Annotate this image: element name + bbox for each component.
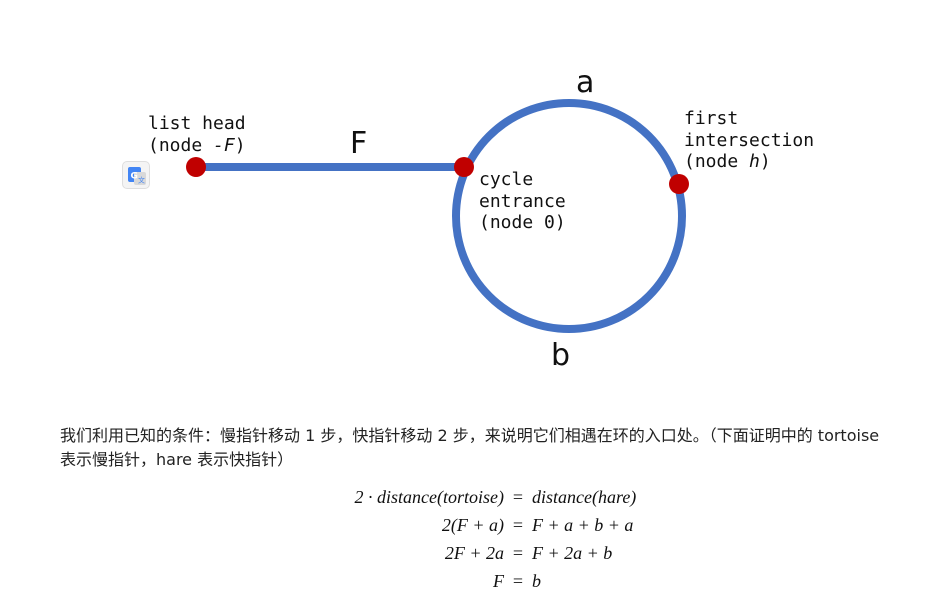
equation-2-lhs: 2(F + a) (441, 515, 504, 535)
equation-line-2: 2(F + a) = F + a + b + a (250, 515, 770, 536)
cycle-entrance-label-line1: cycle (479, 169, 533, 190)
equation-2-equals: = (512, 515, 524, 535)
equation-line-3: 2F + 2a = F + 2a + b (250, 543, 770, 564)
equation-1-lhs: 2 · distance(tortoise) (354, 487, 504, 507)
first-intersection-label: first intersection (node h) (684, 108, 825, 172)
arc-b-label: b (551, 338, 570, 373)
equation-2-rhs: F + a + b + a (532, 515, 634, 535)
explanation-paragraph: 我们利用已知的条件：慢指针移动 1 步，快指针移动 2 步，来说明它们相遇在环的… (60, 426, 880, 469)
equation-3-lhs: 2F + 2a (444, 543, 504, 563)
list-head-label-line2-var: -F (213, 135, 236, 156)
cycle-entrance-label: cycle entrance (node 0) (479, 169, 577, 233)
first-intersection-label-line1: first (684, 108, 738, 129)
google-translate-icon: G 文 (128, 167, 146, 185)
first-intersection-label-line3-suffix: ) (760, 151, 771, 172)
list-head-label-line2-suffix: ) (235, 135, 246, 156)
linked-list-cycle-diagram: list head (node -F) F a b cycle entrance… (148, 65, 825, 373)
equation-4-rhs: b (532, 571, 541, 591)
equation-line-1: 2 · distance(tortoise) = distance(hare) (250, 487, 770, 508)
node-cycle-entrance (454, 157, 474, 177)
equation-4-lhs: F (493, 571, 504, 591)
equation-3-equals: = (512, 543, 524, 563)
cycle-ring (452, 99, 686, 333)
first-intersection-label-line3-var: h (749, 151, 760, 172)
cycle-entrance-label-line3: (node 0) (479, 212, 566, 233)
svg-text:G: G (131, 172, 138, 182)
equation-1-equals: = (512, 487, 524, 507)
equation-3-rhs: F + 2a + b (532, 543, 613, 563)
arc-a-label: a (576, 65, 594, 100)
list-head-label-line2-prefix: (node (148, 135, 213, 156)
equation-4-equals: = (512, 571, 524, 591)
segment-f-label: F (350, 126, 367, 161)
list-head-label: list head (node -F) (148, 113, 256, 156)
node-list-head (186, 157, 206, 177)
first-intersection-label-line2: intersection (684, 130, 814, 151)
svg-text:文: 文 (138, 176, 145, 185)
node-first-intersection (669, 174, 689, 194)
equation-1-rhs: distance(hare) (532, 487, 637, 507)
first-intersection-label-line3-prefix: (node (684, 151, 749, 172)
cycle-entrance-label-line2: entrance (479, 191, 566, 212)
translate-button[interactable]: G 文 (122, 161, 150, 189)
equation-line-4: F = b (250, 571, 770, 592)
list-head-label-line1: list head (148, 113, 246, 134)
